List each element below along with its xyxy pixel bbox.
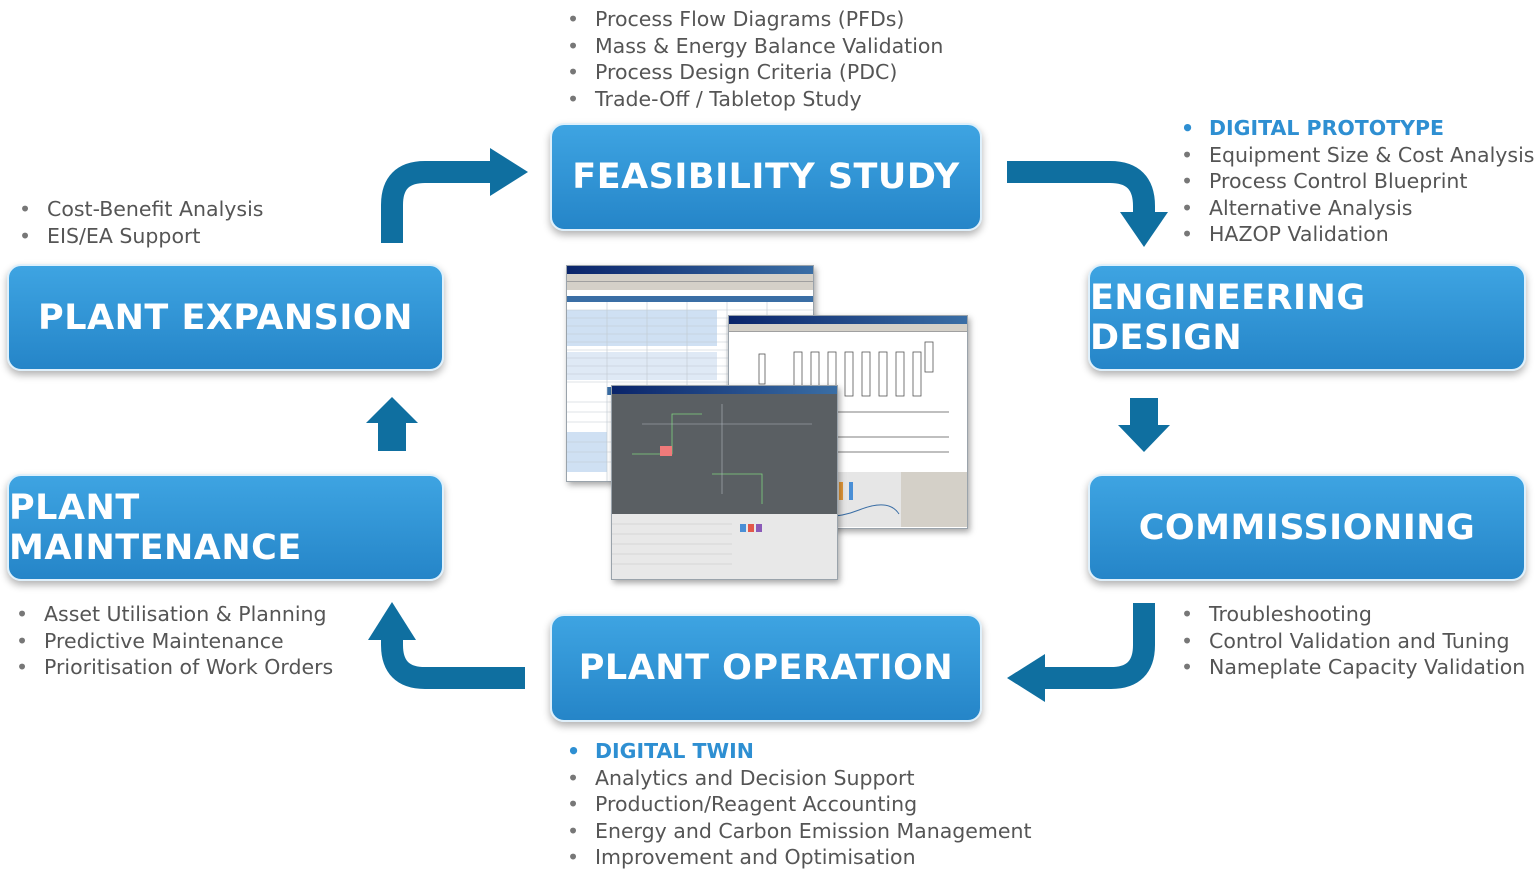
list-item: EIS/EA Support	[19, 223, 263, 250]
list-item: Cost-Benefit Analysis	[19, 196, 263, 223]
list-item: Predictive Maintenance	[16, 628, 333, 655]
commissioning-list: Troubleshooting Control Validation and T…	[1181, 601, 1525, 681]
engineering-list: DIGITAL PROTOTYPE Equipment Size & Cost …	[1181, 115, 1534, 248]
list-item: Alternative Analysis	[1181, 195, 1534, 222]
arrow-engineering-to-commissioning-shaft	[1130, 398, 1158, 425]
arrow-head-engineering	[1120, 212, 1168, 247]
list-item: HAZOP Validation	[1181, 221, 1534, 248]
process-schematic	[612, 394, 837, 579]
arrow-engineering-to-commissioning-head	[1118, 425, 1170, 452]
list-item: Analytics and Decision Support	[567, 765, 1032, 792]
arrow-commissioning-to-operation	[1045, 603, 1155, 689]
stage-feasibility-study: FEASIBILITY STUDY	[550, 123, 982, 231]
arrow-head-maintenance	[368, 602, 416, 640]
list-item: Troubleshooting	[1181, 601, 1525, 628]
expansion-list: Cost-Benefit Analysis EIS/EA Support	[19, 196, 263, 249]
list-item: Energy and Carbon Emission Management	[567, 818, 1032, 845]
flowsheet-window	[728, 315, 968, 529]
list-item-highlight: DIGITAL PROTOTYPE	[1181, 115, 1534, 142]
arrow-head-operation	[1007, 654, 1045, 702]
feasibility-list: Process Flow Diagrams (PFDs) Mass & Ener…	[567, 6, 943, 112]
list-item: Process Control Blueprint	[1181, 168, 1534, 195]
maintenance-list: Asset Utilisation & Planning Predictive …	[16, 601, 333, 681]
arrow-feasibility-to-engineering	[1007, 161, 1155, 217]
operation-list: DIGITAL TWIN Analytics and Decision Supp…	[567, 738, 1032, 871]
list-item: Prioritisation of Work Orders	[16, 654, 333, 681]
arrow-maintenance-to-expansion-head	[366, 397, 418, 423]
list-item: Process Flow Diagrams (PFDs)	[567, 6, 943, 33]
arrow-expansion-to-feasibility	[381, 161, 490, 243]
arrow-operation-to-maintenance	[381, 634, 525, 689]
stage-plant-expansion: PLANT EXPANSION	[7, 264, 444, 371]
list-item: Control Validation and Tuning	[1181, 628, 1525, 655]
stage-plant-maintenance: PLANT MAINTENANCE	[7, 474, 444, 581]
arrow-maintenance-to-expansion-shaft	[378, 423, 406, 451]
list-item: Nameplate Capacity Validation	[1181, 654, 1525, 681]
dynamic-process-window	[611, 385, 838, 580]
stage-plant-operation: PLANT OPERATION	[550, 614, 982, 722]
arrow-head-feasibility	[490, 148, 528, 196]
list-item-highlight: DIGITAL TWIN	[567, 738, 1032, 765]
list-item: Production/Reagent Accounting	[567, 791, 1032, 818]
list-item: Improvement and Optimisation	[567, 844, 1032, 871]
stage-engineering-design: ENGINEERING DESIGN	[1088, 264, 1526, 371]
list-item: Trade-Off / Tabletop Study	[567, 86, 943, 113]
list-item: Equipment Size & Cost Analysis	[1181, 142, 1534, 169]
stage-commissioning: COMMISSIONING	[1088, 474, 1526, 581]
list-item: Process Design Criteria (PDC)	[567, 59, 943, 86]
spreadsheet-grid	[567, 282, 813, 481]
list-item: Mass & Energy Balance Validation	[567, 33, 943, 60]
software-screenshots	[566, 265, 968, 580]
list-item: Asset Utilisation & Planning	[16, 601, 333, 628]
